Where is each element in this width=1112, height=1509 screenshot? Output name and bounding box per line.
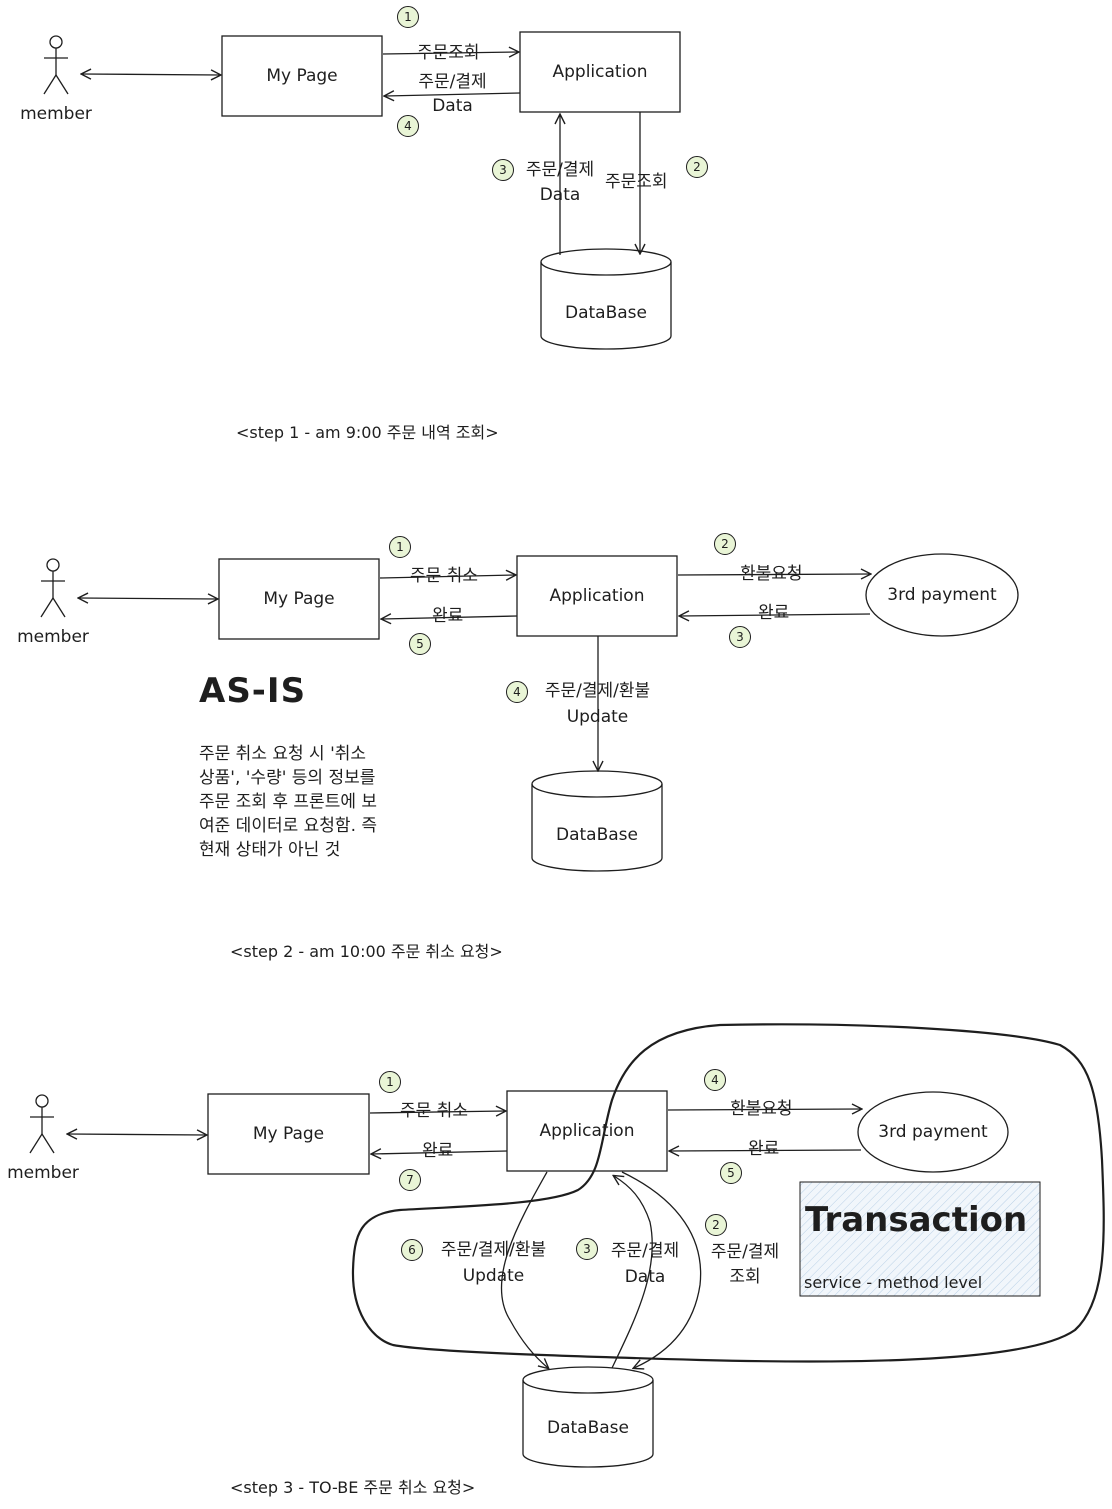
asis-note: 주문 취소 요청 시 '취소 상품', '수량' 등의 정보를 주문 조회 후 … — [199, 744, 378, 860]
step1-badge-4: 4 — [397, 115, 419, 137]
step3-badge-7: 7 — [399, 1169, 421, 1191]
step2-application-box — [516, 555, 678, 637]
step3-data-label-line1: 주문/결제 — [610, 1241, 680, 1261]
step1-badge-2: 2 — [686, 156, 708, 178]
step2-payment-ellipse — [865, 553, 1019, 637]
step2-mypage-box — [218, 558, 380, 640]
step2-badge-3: 3 — [729, 626, 751, 648]
step3-member-mypage-arrow — [68, 1134, 206, 1135]
step1-database-label: DataBase — [565, 303, 647, 323]
step2-done-label: 완료 — [432, 606, 464, 626]
step3-payment-label: 3rd payment — [878, 1122, 988, 1142]
step3-payment-done-arrow — [670, 1150, 862, 1151]
step1-member-mypage-arrow — [82, 74, 220, 75]
step2-refund-arrow — [677, 574, 870, 575]
step1-badge-1: 1 — [397, 6, 419, 28]
step3-query-label-line1: 주문/결제 — [710, 1242, 780, 1262]
transaction-box — [799, 1181, 1041, 1297]
step3-data-label-line2: Data — [624, 1267, 666, 1287]
step2-payment-label: 3rd payment — [887, 585, 997, 605]
step1-application-label: Application — [552, 62, 648, 82]
step3-query-arrow — [621, 1171, 702, 1368]
step1-mypage-label: My Page — [266, 66, 338, 86]
step3-refund-label: 환불요청 — [730, 1099, 793, 1119]
step3-transaction-boundary — [351, 1023, 1105, 1363]
step3-application-box — [506, 1090, 668, 1172]
step3-query-label-line2: 조회 — [729, 1267, 761, 1287]
step2-member-mypage-arrow — [79, 598, 217, 599]
asis-title: AS-IS — [199, 671, 307, 711]
step1-mypage-box — [221, 35, 383, 117]
step3-update-arrow — [500, 1171, 548, 1368]
step2-mypage-label: My Page — [263, 589, 335, 609]
step2-actor-label: member — [17, 627, 89, 647]
step1-badge-3: 3 — [492, 159, 514, 181]
step3-database-label: DataBase — [547, 1418, 629, 1438]
step2-caption: <step 2 - am 10:00 주문 취소 요청> — [230, 942, 503, 961]
step3-badge-3: 3 — [576, 1238, 598, 1260]
step3-mypage-box — [207, 1093, 370, 1175]
step3-mypage-label: My Page — [252, 1124, 325, 1144]
step3-badge-5: 5 — [720, 1162, 742, 1184]
step1-actor-label: member — [20, 104, 92, 124]
step1-data-label-line1: 주문/결제 — [418, 72, 487, 92]
step3-refund-arrow — [667, 1109, 861, 1110]
step3-payment-ellipse — [857, 1091, 1009, 1173]
step3-caption: <step 3 - TO-BE 주문 취소 요청> — [230, 1478, 476, 1497]
step3-badge-6: 6 — [401, 1239, 423, 1261]
step2-badge-5: 5 — [409, 633, 431, 655]
step1-query-arrow — [382, 52, 518, 54]
step3-cancel-arrow — [369, 1111, 505, 1113]
step3-update-label-line2: Update — [462, 1266, 525, 1286]
step1-db-query-label: 주문조회 — [605, 172, 668, 192]
step3-update-label-line1: 주문/결제/환불 — [440, 1240, 547, 1260]
step3-badge-2: 2 — [705, 1214, 727, 1236]
step2-member-actor — [40, 558, 66, 618]
step2-database-label: DataBase — [556, 825, 638, 845]
step2-cancel-arrow — [379, 575, 515, 578]
step1-application-box — [519, 31, 681, 113]
transaction-title: Transaction — [805, 1200, 1028, 1240]
step2-refund-label: 환불요청 — [740, 564, 803, 584]
step3-payment-done-label: 완료 — [748, 1139, 780, 1159]
step2-database-cylinder — [531, 770, 663, 872]
step1-data-arrow — [385, 93, 521, 96]
step1-caption: <step 1 - am 9:00 주문 내역 조회> — [236, 423, 499, 442]
step1-db-data-label-line1: 주문/결제 — [525, 160, 595, 180]
step2-done-arrow — [382, 616, 518, 619]
step2-application-label: Application — [549, 586, 645, 606]
step3-done-arrow — [372, 1151, 508, 1154]
step2-badge-1: 1 — [389, 536, 411, 558]
step3-member-actor — [29, 1094, 55, 1154]
step2-badge-4: 4 — [506, 681, 528, 703]
step1-member-actor — [43, 35, 69, 95]
step3-data-arrow — [611, 1176, 653, 1369]
step1-data-label-line2: Data — [432, 96, 473, 116]
step2-update-label-line1: 주문/결제/환불 — [544, 681, 651, 701]
step3-done-label: 완료 — [422, 1141, 454, 1161]
step1-database-cylinder — [540, 248, 672, 350]
transaction-subtitle: service - method level — [804, 1273, 983, 1292]
step1-db-data-label-line2: Data — [539, 185, 581, 205]
step2-cancel-label: 주문 취소 — [410, 566, 478, 586]
step1-query-label: 주문조회 — [417, 43, 480, 63]
step2-payment-done-label: 완료 — [758, 603, 790, 623]
step2-payment-done-arrow — [680, 614, 871, 616]
step3-badge-4: 4 — [704, 1069, 726, 1091]
step3-actor-label: member — [7, 1163, 79, 1183]
step2-badge-2: 2 — [714, 533, 736, 555]
step3-application-label: Application — [539, 1121, 635, 1141]
step3-database-cylinder — [522, 1366, 654, 1468]
step2-update-label-line2: Update — [566, 707, 629, 727]
step3-badge-1: 1 — [379, 1071, 401, 1093]
step3-cancel-label: 주문 취소 — [400, 1101, 468, 1121]
